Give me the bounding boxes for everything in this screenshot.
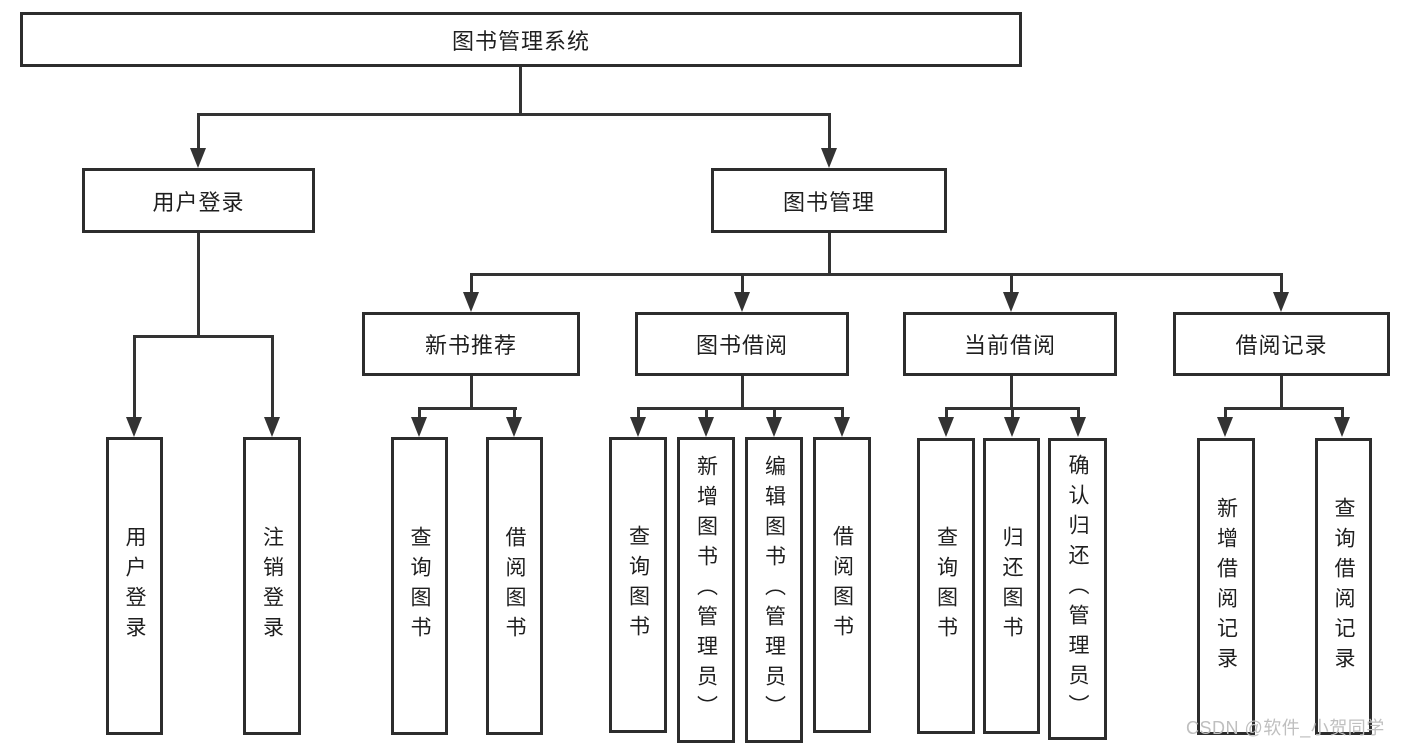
connector-line [1010, 273, 1013, 292]
node-current-borrowing: 当前借阅 [903, 312, 1117, 376]
node-borrowing-records-label: 借阅记录 [1235, 333, 1328, 358]
leaf-borrowing-borrow-books: 借阅图书 [813, 437, 871, 733]
watermark: CSDN @软件_小贺同学 [1186, 718, 1385, 738]
connector-line [828, 113, 831, 149]
connector-line [741, 376, 744, 407]
node-borrowing-records: 借阅记录 [1173, 312, 1390, 376]
leaf-recommend-query-books-label: 查询图书 [408, 526, 431, 646]
arrowhead-down-icon [411, 417, 427, 437]
connector-line [945, 407, 948, 417]
connector-line [1011, 407, 1014, 417]
leaf-borrowing-add-books-admin: 新增图书（管理员） [677, 437, 735, 743]
arrowhead-down-icon [821, 148, 837, 168]
leaf-records-add-record-label: 新增借阅记录 [1214, 496, 1238, 677]
connector-line [1341, 407, 1344, 417]
connector-line [197, 233, 200, 335]
arrowhead-down-icon [506, 417, 522, 437]
leaf-user-login-label: 用户登录 [123, 526, 146, 646]
connector-line [841, 407, 844, 417]
node-new-book-recommend-label: 新书推荐 [424, 333, 517, 358]
connector-line [519, 67, 522, 113]
node-book-management-label: 图书管理 [782, 189, 875, 215]
connector-line [470, 273, 1283, 276]
leaf-current-query-books: 查询图书 [917, 438, 975, 734]
leaf-borrowing-edit-books-admin: 编辑图书（管理员） [745, 437, 803, 743]
connector-line [197, 113, 200, 149]
leaf-current-confirm-return-admin: 确认归还（管理员） [1048, 438, 1107, 740]
leaf-records-add-record: 新增借阅记录 [1197, 438, 1255, 735]
arrowhead-down-icon [938, 417, 954, 437]
arrowhead-down-icon [1070, 417, 1086, 437]
leaf-borrowing-add-books-admin-label: 新增图书（管理员） [694, 455, 718, 725]
node-root-label: 图书管理系统 [451, 28, 590, 54]
node-current-borrowing-label: 当前借阅 [963, 333, 1056, 358]
connector-line [1280, 376, 1283, 407]
arrowhead-down-icon [834, 417, 850, 437]
node-book-management: 图书管理 [711, 168, 947, 233]
leaf-recommend-borrow-books-label: 借阅图书 [503, 526, 526, 646]
node-new-book-recommend: 新书推荐 [362, 312, 580, 376]
arrowhead-down-icon [126, 417, 142, 437]
arrowhead-down-icon [734, 292, 750, 312]
leaf-current-confirm-return-admin-label: 确认归还（管理员） [1066, 454, 1089, 724]
connector-line [1280, 273, 1283, 292]
connector-line [705, 407, 708, 417]
arrowhead-down-icon [264, 417, 280, 437]
connector-line [828, 233, 831, 273]
node-book-borrowing: 图书借阅 [635, 312, 849, 376]
arrowhead-down-icon [1004, 417, 1020, 437]
leaf-borrowing-query-books-label: 查询图书 [626, 525, 650, 645]
arrowhead-down-icon [766, 417, 782, 437]
connector-line [1077, 407, 1080, 417]
arrowhead-down-icon [698, 417, 714, 437]
leaf-current-return-books-label: 归还图书 [1000, 526, 1023, 646]
connector-line [637, 407, 640, 417]
connector-line [133, 335, 136, 417]
arrowhead-down-icon [190, 148, 206, 168]
leaf-borrowing-borrow-books-label: 借阅图书 [830, 525, 854, 645]
connector-line [741, 273, 744, 292]
connector-line [133, 335, 274, 338]
arrowhead-down-icon [1273, 292, 1289, 312]
leaf-borrowing-query-books: 查询图书 [609, 437, 667, 733]
connector-line [418, 407, 517, 410]
connector-line [773, 407, 776, 417]
connector-line [637, 407, 844, 410]
connector-line [470, 273, 473, 292]
connector-line [1224, 407, 1344, 410]
node-root: 图书管理系统 [20, 12, 1022, 67]
arrowhead-down-icon [1217, 417, 1233, 437]
leaf-recommend-query-books: 查询图书 [391, 437, 448, 735]
leaf-logout: 注销登录 [243, 437, 301, 735]
node-user-login: 用户登录 [82, 168, 315, 233]
node-user-login-label: 用户登录 [152, 189, 245, 215]
connector-line [470, 376, 473, 407]
leaf-records-query-record: 查询借阅记录 [1315, 438, 1372, 735]
leaf-recommend-borrow-books: 借阅图书 [486, 437, 543, 735]
leaf-current-query-books-label: 查询图书 [934, 526, 958, 646]
connector-line [271, 335, 274, 417]
leaf-user-login: 用户登录 [106, 437, 163, 735]
node-book-borrowing-label: 图书借阅 [695, 333, 788, 358]
leaf-current-return-books: 归还图书 [983, 438, 1040, 734]
connector-line [198, 113, 831, 116]
leaf-borrowing-edit-books-admin-label: 编辑图书（管理员） [762, 455, 786, 725]
arrowhead-down-icon [1334, 417, 1350, 437]
leaf-logout-label: 注销登录 [260, 526, 284, 646]
leaf-records-query-record-label: 查询借阅记录 [1332, 496, 1355, 677]
arrowhead-down-icon [463, 292, 479, 312]
connector-line [1010, 376, 1013, 407]
connector-line [418, 407, 421, 417]
arrowhead-down-icon [1003, 292, 1019, 312]
arrowhead-down-icon [630, 417, 646, 437]
connector-line [513, 407, 516, 417]
connector-line [1224, 407, 1227, 417]
